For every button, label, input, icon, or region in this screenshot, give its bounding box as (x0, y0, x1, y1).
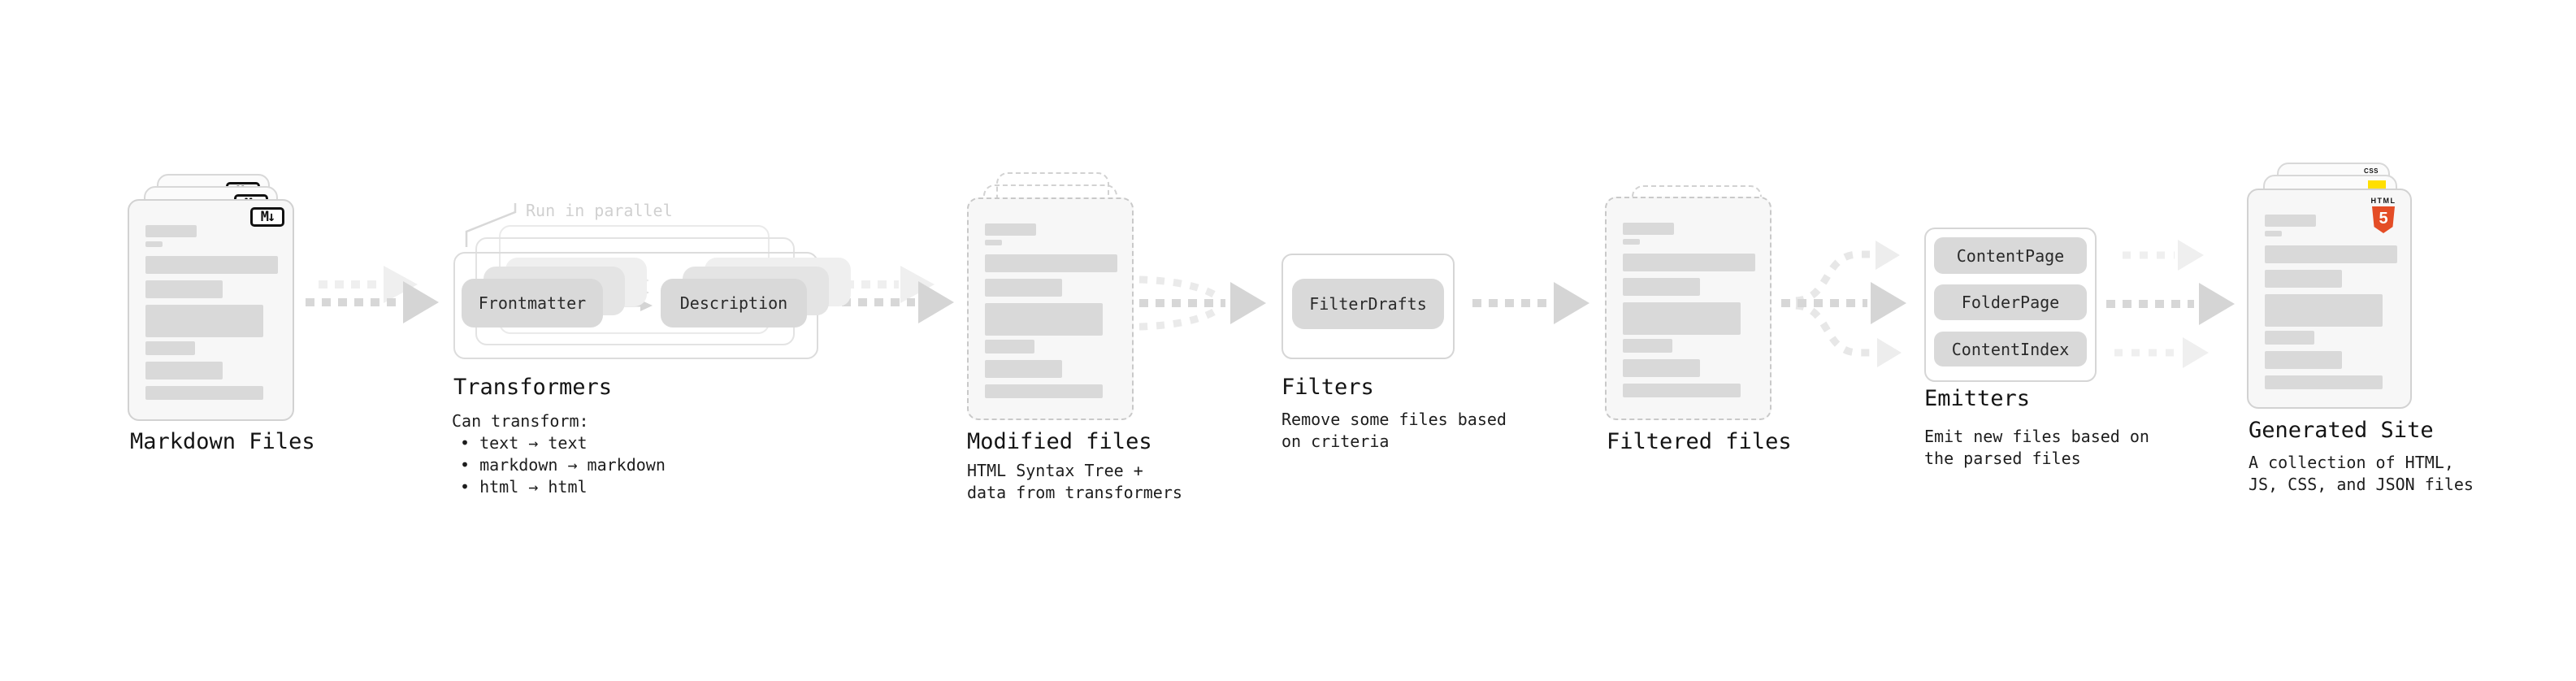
skeleton-lines (2265, 215, 2397, 389)
generated-site-caption: A collection of HTML, JS, CSS, and JSON … (2249, 453, 2474, 494)
stage-title-filtered-files: Filtered files (1607, 429, 1792, 454)
stage-title-emitters: Emitters (1924, 386, 2031, 411)
emitters-caption: Emit new files based on the parsed files (1924, 427, 2149, 468)
pill-frontmatter: Frontmatter (462, 279, 603, 327)
skeleton-bar (985, 240, 1002, 245)
skeleton-bar (985, 340, 1034, 354)
arrow-filtered-to-emitters (1781, 241, 1906, 367)
skeleton-bar (145, 241, 163, 247)
skeleton-bar (1623, 254, 1755, 271)
skeleton-bar (1623, 339, 1672, 353)
document-card-front: HTML 5 (2247, 189, 2412, 409)
skeleton-bar (2265, 294, 2383, 327)
stage-title-generated-site: Generated Site (2249, 418, 2434, 443)
skeleton-bar (1623, 223, 1674, 235)
skeleton-bar (985, 254, 1117, 272)
skeleton-bar (985, 223, 1036, 236)
skeleton-bar (985, 303, 1103, 336)
skeleton-bar (2265, 215, 2316, 227)
skeleton-bar (145, 225, 197, 237)
document-card-front (967, 197, 1134, 420)
pill-description: Description (661, 279, 807, 327)
skeleton-bar (145, 256, 278, 274)
pill-contentpage: ContentPage (1934, 237, 2087, 274)
bullet-item: • html → html (460, 477, 588, 497)
document-card-front (1605, 197, 1772, 420)
skeleton-bar (1623, 278, 1700, 296)
skeleton-bar (1623, 302, 1741, 335)
stage-title-markdown-files: Markdown Files (130, 429, 315, 454)
pill-contentindex: ContentIndex (1934, 332, 2087, 367)
skeleton-bar (985, 360, 1062, 378)
arrow-emitters-to-generated (2106, 240, 2235, 368)
skeleton-bar (145, 341, 195, 355)
stage-title-filters: Filters (1281, 375, 1374, 400)
document-card-front: M↓ (128, 199, 294, 421)
skeleton-lines (985, 223, 1117, 398)
run-in-parallel-annotation: Run in parallel (526, 201, 673, 220)
skeleton-bar (2265, 375, 2383, 389)
markdown-icon: M↓ (250, 207, 284, 227)
markdown-icon-label: M↓ (260, 209, 276, 225)
skeleton-bar (145, 305, 263, 337)
stage-title-modified-files: Modified files (967, 429, 1152, 454)
skeleton-bar (985, 279, 1062, 297)
skeleton-bar (2265, 351, 2342, 369)
pill-filterdrafts: FilterDrafts (1292, 279, 1444, 329)
transformers-caption: Can transform: (452, 411, 589, 431)
skeleton-bar (1623, 239, 1640, 245)
modified-files-caption: HTML Syntax Tree + data from transformer… (967, 461, 1182, 502)
bullet-item: • text → text (460, 433, 588, 453)
skeleton-bar (985, 384, 1103, 398)
bullet-item: • markdown → markdown (460, 455, 666, 475)
pill-folderpage: FolderPage (1934, 284, 2087, 320)
skeleton-bar (1623, 359, 1700, 377)
html5-icon-word: HTML (2370, 197, 2396, 205)
stage-title-transformers: Transformers (453, 375, 613, 400)
transformers-bullet-list: • text → text • markdown → markdown • ht… (460, 432, 666, 498)
skeleton-bar (145, 386, 263, 400)
skeleton-bar (2265, 231, 2282, 236)
skeleton-lines (145, 225, 278, 400)
skeleton-bar (2265, 245, 2397, 263)
arrow-markdown-to-transformers (306, 266, 439, 323)
skeleton-bar (1623, 384, 1741, 397)
skeleton-lines (1623, 223, 1755, 397)
skeleton-bar (2265, 270, 2342, 288)
skeleton-bar (2265, 331, 2314, 345)
skeleton-bar (145, 362, 223, 380)
arrow-filters-to-filtered (1472, 282, 1589, 324)
html5-icon: HTML 5 (2365, 197, 2402, 233)
skeleton-bar (145, 280, 223, 298)
filters-caption: Remove some files based on criteria (1281, 410, 1507, 451)
arrow-modified-to-filters (1138, 275, 1266, 331)
